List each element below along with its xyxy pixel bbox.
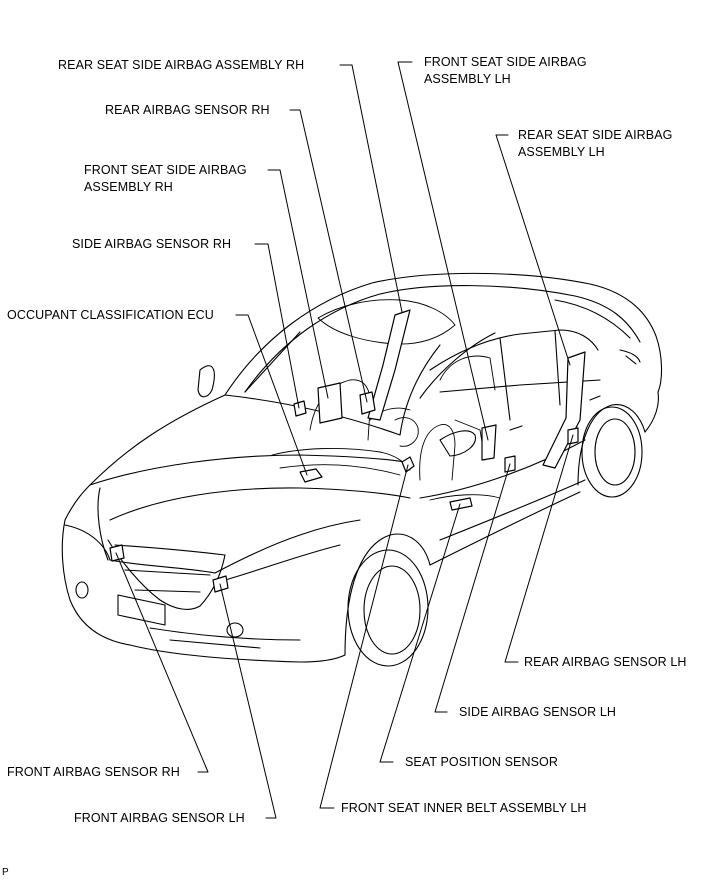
- leader-seat-position-sensor: [379, 503, 461, 763]
- label-front-seat-side-airbag-rh-line2: ASSEMBLY RH: [84, 180, 173, 194]
- rear-seat-side-airbag-rh-part: [367, 309, 411, 421]
- side-airbag-sensor-rh-part: [293, 400, 307, 417]
- components: [109, 309, 586, 593]
- leader-rear-seat-side-airbag-lh: [495, 134, 571, 366]
- label-front-seat-side-airbag-lh-line1: FRONT SEAT SIDE AIRBAG: [424, 55, 587, 69]
- occupant-classification-ecu-part: [299, 468, 323, 483]
- label-side-airbag-sensor-lh: SIDE AIRBAG SENSOR LH: [459, 705, 617, 719]
- label-side-airbag-sensor-rh: SIDE AIRBAG SENSOR RH: [72, 237, 232, 251]
- front-seat-side-airbag-rh-part: [317, 382, 343, 424]
- label-rear-airbag-sensor-lh: REAR AIRBAG SENSOR LH: [524, 655, 687, 669]
- leader-side-airbag-sensor-rh: [254, 243, 300, 409]
- label-occupant-classification-ecu: OCCUPANT CLASSIFICATION ECU: [7, 308, 214, 322]
- label-rear-airbag-sensor-rh: REAR AIRBAG SENSOR RH: [105, 103, 270, 117]
- label-front-seat-side-airbag-rh-line1: FRONT SEAT SIDE AIRBAG: [84, 163, 247, 177]
- leader-front-seat-side-airbag-rh: [267, 169, 329, 399]
- car-body: [61, 272, 663, 667]
- leader-front-airbag-sensor-rh: [115, 552, 209, 773]
- label-front-airbag-sensor-lh: FRONT AIRBAG SENSOR LH: [74, 811, 245, 825]
- leader-front-seat-side-airbag-lh: [397, 61, 489, 441]
- seat-position-sensor-part: [449, 497, 473, 511]
- footer-mark: P: [2, 867, 9, 878]
- leader-front-seat-inner-belt-lh: [319, 464, 409, 809]
- rear-seat-side-airbag-lh-part: [542, 351, 586, 469]
- label-seat-position-sensor: SEAT POSITION SENSOR: [405, 755, 558, 769]
- label-front-seat-inner-belt-assembly-lh: FRONT SEAT INNER BELT ASSEMBLY LH: [341, 801, 587, 815]
- leader-rear-seat-side-airbag-rh: [339, 64, 403, 313]
- rear-airbag-sensor-rh-part: [359, 391, 376, 415]
- leader-front-airbag-sensor-lh: [219, 583, 277, 819]
- label-rear-seat-side-airbag-assembly-rh: REAR SEAT SIDE AIRBAG ASSEMBLY RH: [58, 58, 305, 72]
- front-seat-side-airbag-lh-part: [481, 424, 497, 461]
- label-rear-seat-side-airbag-lh-line1: REAR SEAT SIDE AIRBAG: [518, 128, 673, 142]
- leader-rear-airbag-sensor-lh: [504, 434, 574, 663]
- leader-lines: [115, 61, 574, 819]
- front-seat-inner-belt-lh-part: [401, 456, 415, 473]
- front-airbag-sensor-rh-part: [109, 544, 125, 562]
- label-rear-seat-side-airbag-lh-line2: ASSEMBLY LH: [518, 145, 605, 159]
- leader-occupant-classification-ecu: [235, 314, 308, 476]
- label-front-airbag-sensor-rh: FRONT AIRBAG SENSOR RH: [7, 765, 180, 779]
- label-front-seat-side-airbag-lh-line2: ASSEMBLY LH: [424, 72, 511, 86]
- leader-rear-airbag-sensor-rh: [289, 109, 368, 403]
- leader-side-airbag-sensor-lh: [434, 463, 511, 713]
